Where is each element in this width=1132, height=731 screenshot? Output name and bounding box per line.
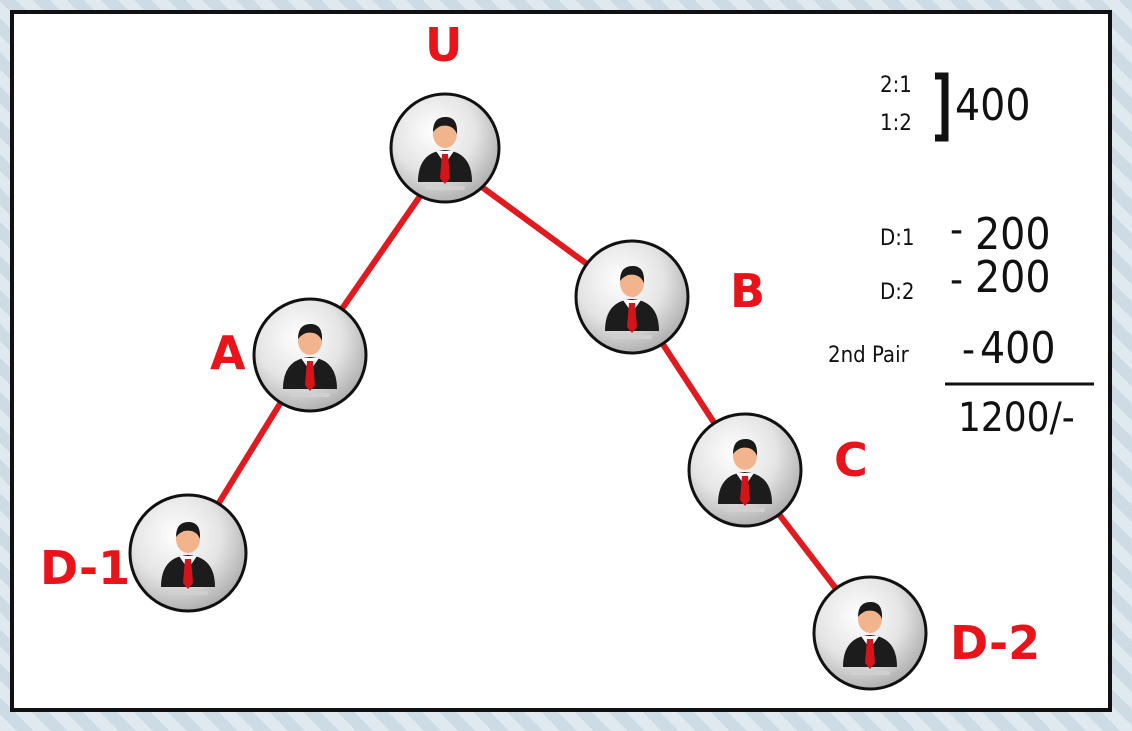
d2-dash: - <box>950 257 963 303</box>
node-b <box>574 239 690 355</box>
pair-value: 400 <box>980 323 1056 374</box>
d1-label: D:1 <box>880 226 915 251</box>
d1-dash: - <box>950 207 963 253</box>
node-u <box>389 92 501 204</box>
node-c <box>687 412 803 528</box>
node-label-d2: D-2 <box>950 616 1041 670</box>
ratio-bracket <box>935 72 949 142</box>
ratio-top: 2:1 <box>880 73 912 98</box>
node-label-d1: D-1 <box>40 541 131 595</box>
d1-value: 200 <box>975 209 1051 260</box>
pair-label: 2nd Pair <box>828 343 909 368</box>
d2-label: D:2 <box>880 280 915 305</box>
node-label-a: A <box>210 326 246 380</box>
node-label-b: B <box>730 264 766 318</box>
ratio-value: 400 <box>955 80 1031 131</box>
node-a <box>252 297 368 413</box>
node-label-u: U <box>425 18 463 72</box>
node-label-c: C <box>834 433 868 487</box>
d2-value: 200 <box>975 252 1051 303</box>
ratio-bottom: 1:2 <box>880 111 912 136</box>
node-d2 <box>812 575 928 691</box>
pair-dash: - <box>962 327 975 373</box>
total-value: 1200/- <box>958 395 1075 441</box>
node-d1 <box>128 493 248 613</box>
